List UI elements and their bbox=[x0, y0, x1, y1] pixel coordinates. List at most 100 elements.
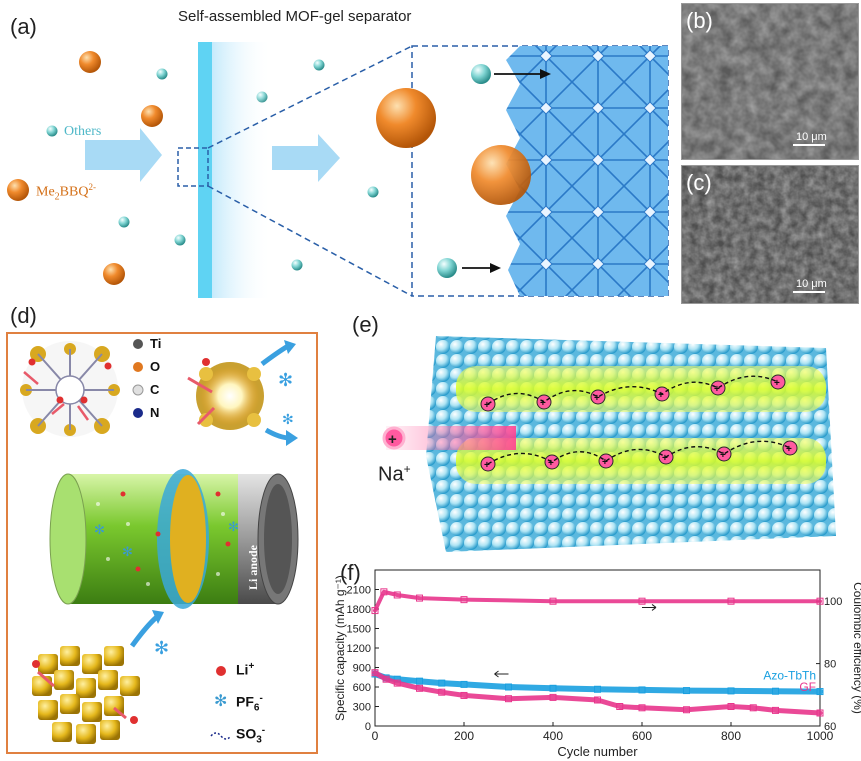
svg-text:✻: ✻ bbox=[278, 370, 293, 390]
x-tick-label: 600 bbox=[632, 729, 652, 743]
legend-li-sup: + bbox=[248, 661, 255, 672]
data-point bbox=[416, 594, 423, 602]
data-point bbox=[460, 596, 468, 604]
orange-particle bbox=[141, 105, 163, 127]
scale-text-b: 10 μm bbox=[796, 131, 827, 143]
na-ion-icon: + bbox=[382, 426, 406, 450]
svg-text:✻: ✻ bbox=[228, 519, 239, 534]
y-tick-label: 2100 bbox=[347, 585, 371, 597]
x-tick-label: 400 bbox=[543, 729, 563, 743]
data-point bbox=[416, 677, 423, 685]
data-point bbox=[727, 597, 735, 605]
legend-so3-text: SO bbox=[236, 725, 257, 742]
svg-text:+: + bbox=[484, 460, 490, 471]
panel-a-title: Self-assembled MOF-gel separator bbox=[178, 8, 412, 25]
panel-c-label: (c) bbox=[686, 170, 712, 195]
data-point bbox=[772, 687, 779, 695]
teal-particle bbox=[118, 216, 130, 228]
panel-d-frame bbox=[6, 332, 318, 754]
teal-particle-passing bbox=[471, 64, 491, 84]
y2-tick-label: 60 bbox=[824, 721, 836, 733]
data-point bbox=[638, 704, 646, 712]
x-tick-label: 200 bbox=[454, 729, 474, 743]
data-point bbox=[393, 591, 401, 599]
data-point bbox=[816, 597, 824, 605]
data-point bbox=[416, 684, 423, 692]
x-axis-label: Cycle number bbox=[557, 744, 638, 759]
data-point bbox=[380, 588, 388, 596]
legend-pf6-sup: - bbox=[259, 693, 263, 704]
legend-others: Others bbox=[64, 124, 102, 139]
battery-cell: ✻ ✻ ✻ bbox=[49, 469, 299, 609]
panel-a-label: (a) bbox=[10, 14, 37, 39]
legend-me2bbq: Me2BBQ2- bbox=[36, 182, 96, 202]
svg-text:✻: ✻ bbox=[122, 544, 133, 559]
svg-text:+: + bbox=[484, 400, 490, 411]
data-point bbox=[638, 597, 646, 605]
data-point bbox=[594, 696, 601, 704]
pf6-ion-icon: ✻ bbox=[214, 693, 227, 710]
data-point bbox=[638, 686, 646, 694]
data-point bbox=[382, 675, 390, 683]
data-point bbox=[727, 703, 735, 710]
data-point bbox=[594, 685, 601, 693]
ti-atom-icon bbox=[133, 339, 143, 349]
data-point bbox=[749, 704, 757, 712]
panel-e-label: (e) bbox=[352, 312, 379, 337]
sem-image-c bbox=[681, 165, 859, 304]
orange-particle bbox=[7, 179, 29, 201]
data-point bbox=[505, 683, 512, 691]
y-tick-label: 1500 bbox=[347, 624, 371, 636]
svg-text:+: + bbox=[602, 457, 608, 468]
scale-bar-b bbox=[793, 144, 825, 146]
legend-c: C bbox=[150, 382, 160, 397]
cathode-label: Cathode bbox=[36, 486, 50, 530]
teal-particle bbox=[367, 186, 379, 198]
legend-o: O bbox=[150, 359, 161, 374]
svg-text:+: + bbox=[548, 458, 554, 469]
y2-tick-label: 100 bbox=[824, 596, 842, 608]
data-point bbox=[816, 688, 824, 696]
teal-particle bbox=[156, 68, 168, 80]
mof-network bbox=[506, 46, 668, 296]
right-axis-arrow-icon bbox=[642, 604, 657, 611]
so3-ion-icon bbox=[210, 732, 232, 740]
svg-text:✻: ✻ bbox=[94, 522, 105, 537]
scale-bar-c bbox=[793, 291, 825, 293]
legend-me2bbq-rest: BBQ bbox=[59, 184, 89, 200]
legend-me2bbq-sup: 2- bbox=[88, 182, 96, 192]
svg-text:✻: ✻ bbox=[154, 638, 169, 658]
scale-text-c: 10 μm bbox=[796, 278, 827, 290]
svg-text:+: + bbox=[714, 384, 720, 395]
x-tick-label: 0 bbox=[372, 729, 379, 743]
na-ion-text: Na bbox=[378, 463, 404, 486]
y-tick-label: 1200 bbox=[347, 643, 371, 655]
y2-tick-label: 80 bbox=[824, 659, 836, 671]
svg-text:+: + bbox=[540, 398, 546, 409]
left-axis-arrow-icon bbox=[494, 670, 509, 678]
data-point bbox=[460, 691, 468, 699]
cluster-icon: ✻ ✻ bbox=[187, 340, 298, 446]
y-axis-label: Specific capacity (mAh g⁻¹) bbox=[333, 575, 347, 721]
panel-d-schematic: ✻ ✻ ✻ ✻ ✻ ✻ ✻ bbox=[20, 339, 299, 744]
data-point bbox=[616, 703, 624, 710]
separator-bar bbox=[198, 42, 212, 298]
data-point bbox=[371, 607, 379, 615]
flow-arrow-icon bbox=[85, 128, 162, 182]
data-point bbox=[505, 695, 512, 703]
svg-text:+: + bbox=[388, 431, 397, 448]
panel-d-label: (d) bbox=[10, 303, 37, 328]
panel-f-label: (f) bbox=[340, 560, 361, 585]
legend-me2bbq-main: Me bbox=[36, 184, 55, 200]
data-point bbox=[683, 687, 690, 695]
data-point bbox=[683, 706, 690, 714]
y-tick-label: 1800 bbox=[347, 604, 371, 616]
x-tick-label: 800 bbox=[721, 729, 741, 743]
data-point bbox=[816, 709, 824, 717]
data-point bbox=[549, 684, 557, 692]
legend-so3-sub: 3 bbox=[256, 734, 262, 746]
legend-n: N bbox=[150, 405, 160, 420]
series-line-2 bbox=[373, 589, 822, 613]
series-label-0: Azo-TbTh bbox=[763, 669, 816, 683]
